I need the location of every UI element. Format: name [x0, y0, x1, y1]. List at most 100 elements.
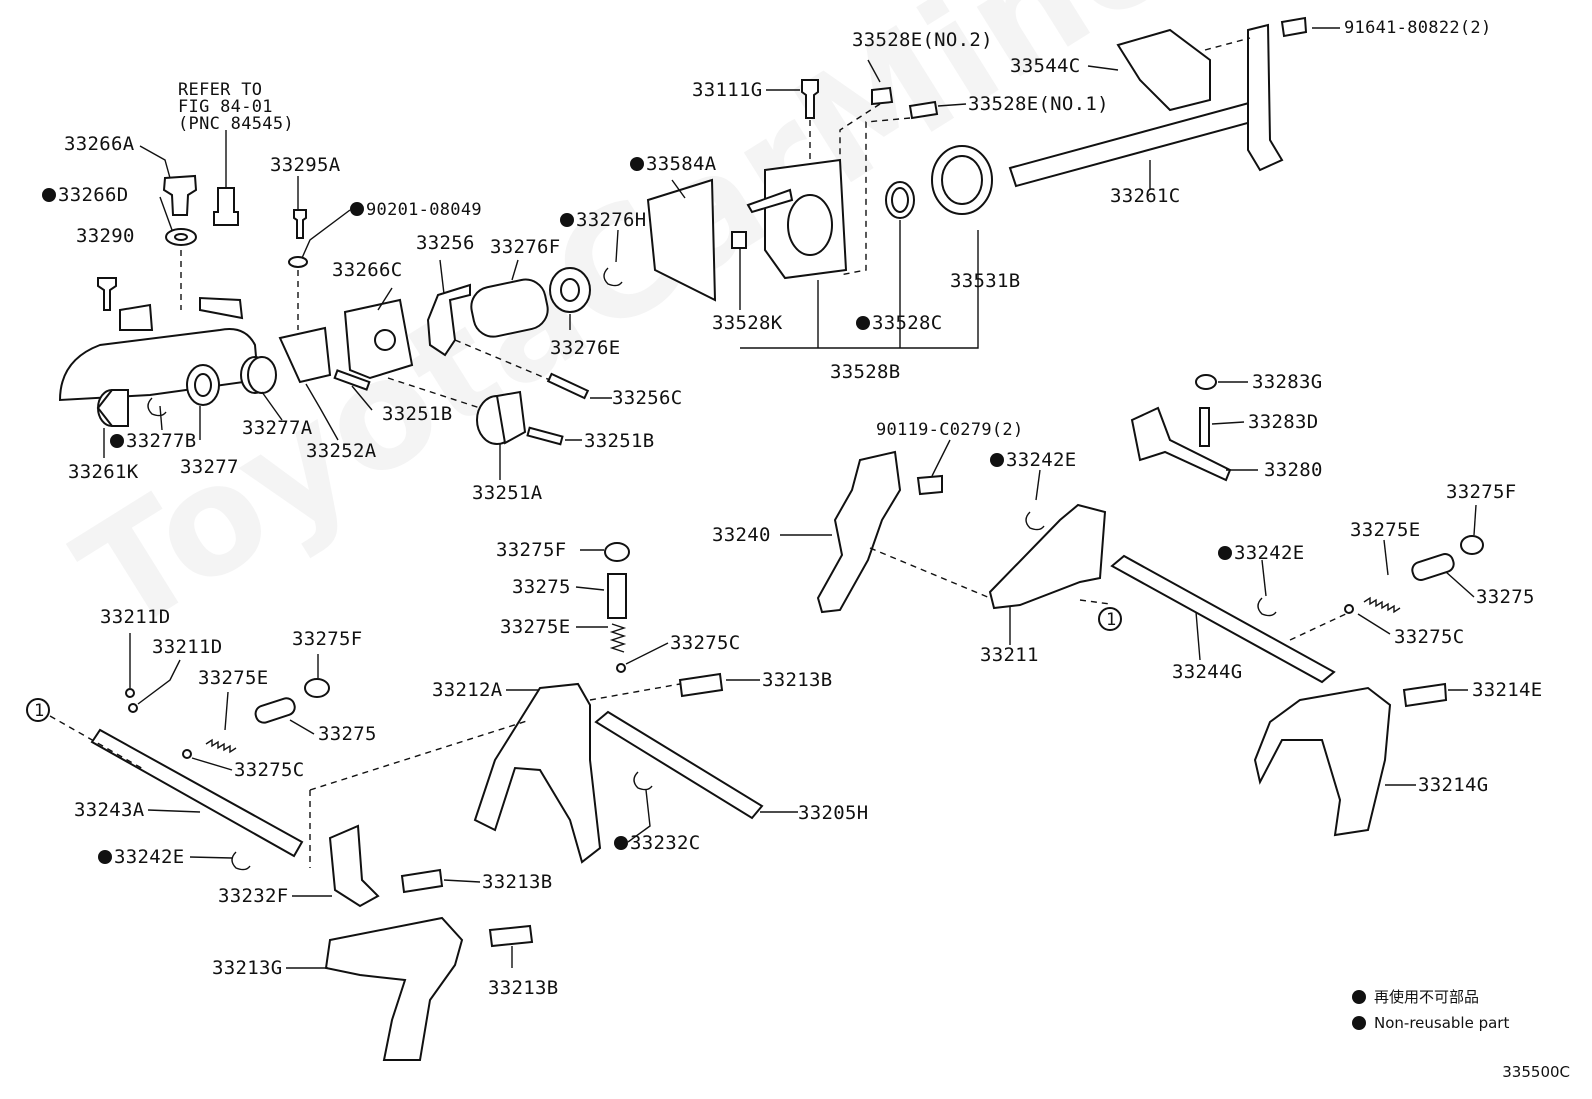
- label-33111G: 33111G: [692, 79, 763, 101]
- part-33111G: [801, 79, 819, 119]
- non-reusable-dot: [110, 434, 124, 448]
- label-33214G: 33214G: [1418, 774, 1489, 796]
- left-housing-part: [58, 296, 260, 402]
- leader-lines: [103, 27, 1477, 969]
- part-33213B-mid: [400, 868, 444, 894]
- label-33531B: 33531B: [950, 270, 1021, 292]
- label-33212A: 33212A: [432, 679, 503, 701]
- label-33276H: 33276H: [560, 210, 646, 230]
- label-33276F: 33276F: [490, 236, 561, 258]
- refer-note-line-1: REFER TO: [178, 80, 263, 100]
- part-33275F-center: [604, 542, 630, 562]
- label-33244G: 33244G: [1172, 661, 1243, 683]
- part-33531B: [931, 145, 993, 215]
- refer-note-line-2: FIG 84-01: [178, 97, 273, 117]
- label-33211D-1: 33211D: [100, 606, 171, 628]
- label-33275F-right: 33275F: [1446, 481, 1517, 503]
- label-33528E-no1: 33528E(NO.1): [968, 93, 1109, 115]
- non-reusable-dot: [614, 836, 628, 850]
- label-33252A: 33252A: [306, 440, 377, 462]
- part-33242E-clips: [147, 267, 1277, 871]
- label-33584A: 33584A: [630, 154, 716, 174]
- non-reusable-dot: [1352, 1016, 1366, 1030]
- part-33283D: [1199, 407, 1210, 447]
- label-33256: 33256: [416, 232, 475, 254]
- part-33584A: [646, 178, 717, 302]
- label-33256C: 33256C: [612, 387, 683, 409]
- part-33280: [1130, 406, 1232, 482]
- part-33213B-top: [678, 672, 724, 698]
- part-33275-left: [254, 697, 296, 724]
- label-33277: 33277: [180, 456, 239, 478]
- label-33290: 33290: [76, 225, 135, 247]
- part-33243A: [90, 728, 304, 858]
- label-33240: 33240: [712, 524, 771, 546]
- label-90201-08049: 90201-08049: [350, 200, 482, 220]
- label-33275E-left: 33275E: [198, 667, 269, 689]
- part-33295A: [293, 209, 307, 239]
- part-33261K: [96, 389, 129, 427]
- non-reusable-dot: [1352, 990, 1366, 1004]
- non-reusable-dot: [98, 850, 112, 864]
- label-33280: 33280: [1264, 459, 1323, 481]
- non-reusable-dot: [1218, 546, 1232, 560]
- label-91641-80822: 91641-80822(2): [1344, 18, 1492, 38]
- part-90201-08049: [288, 256, 308, 268]
- label-33275-right: 33275: [1476, 586, 1535, 608]
- part-33275E-right: [1363, 596, 1401, 614]
- legend-row-en: Non-reusable part: [1352, 1010, 1509, 1036]
- figure-code: 335500C: [1502, 1063, 1570, 1081]
- label-33251B-1: 33251B: [382, 403, 453, 425]
- non-reusable-dot: [990, 453, 1004, 467]
- refer-note-line-3: (PNC 84545): [178, 114, 294, 134]
- part-91641-80822: [1280, 16, 1308, 38]
- part-33528E-NO2: [871, 86, 894, 106]
- label-33275E-right: 33275E: [1350, 519, 1421, 541]
- part-33275E-left: [205, 738, 237, 754]
- part-33275-center: [607, 573, 627, 619]
- part-33251B: [333, 369, 564, 446]
- callout-marker-left: 1: [34, 701, 45, 721]
- non-reusable-dot: [856, 316, 870, 330]
- label-33276E: 33276E: [550, 337, 621, 359]
- part-33275F-right: [1460, 535, 1484, 555]
- label-33528B: 33528B: [830, 361, 901, 383]
- part-33528C: [885, 181, 915, 219]
- non-reusable-dot: [560, 213, 574, 227]
- part-33544C: [1116, 28, 1211, 112]
- part-33251A: [476, 390, 527, 445]
- part-33214G: [1253, 686, 1392, 837]
- label-33266C: 33266C: [332, 259, 403, 281]
- part-33214E: [1402, 682, 1448, 708]
- label-90119-C0279: 90119-C0279(2): [876, 420, 1024, 440]
- non-reusable-dot: [630, 157, 644, 171]
- part-33277: [186, 364, 220, 406]
- label-33275-center: 33275: [512, 576, 571, 598]
- label-33266D: 33266D: [42, 185, 128, 205]
- part-33205H: [594, 710, 764, 820]
- label-33242E-3: 33242E: [98, 847, 184, 867]
- label-33283G: 33283G: [1252, 371, 1323, 393]
- label-33275C-right: 33275C: [1394, 626, 1465, 648]
- part-refer-sensor: [213, 187, 239, 226]
- label-33213B-mid: 33213B: [482, 871, 553, 893]
- part-33277A: [240, 356, 277, 394]
- part-33213B-low: [488, 924, 534, 948]
- label-33275F-left: 33275F: [292, 628, 363, 650]
- part-33290: [97, 277, 117, 311]
- part-33528K: [731, 231, 747, 249]
- label-33528C: 33528C: [856, 313, 942, 333]
- label-33213B-top: 33213B: [762, 669, 833, 691]
- label-33251A: 33251A: [472, 482, 543, 504]
- label-33275C-left: 33275C: [234, 759, 305, 781]
- non-reusable-dot: [350, 202, 364, 216]
- legend-row-jp: 再使用不可部品: [1352, 984, 1509, 1010]
- legend-text-en: Non-reusable part: [1374, 1014, 1510, 1032]
- part-33244G: [1110, 554, 1336, 684]
- part-33211: [988, 503, 1107, 610]
- non-reusable-dot: [42, 188, 56, 202]
- label-33213B-low: 33213B: [488, 977, 559, 999]
- part-33276E: [549, 267, 591, 313]
- part-shift-lever: [1247, 23, 1284, 172]
- part-33275-right: [1411, 553, 1455, 581]
